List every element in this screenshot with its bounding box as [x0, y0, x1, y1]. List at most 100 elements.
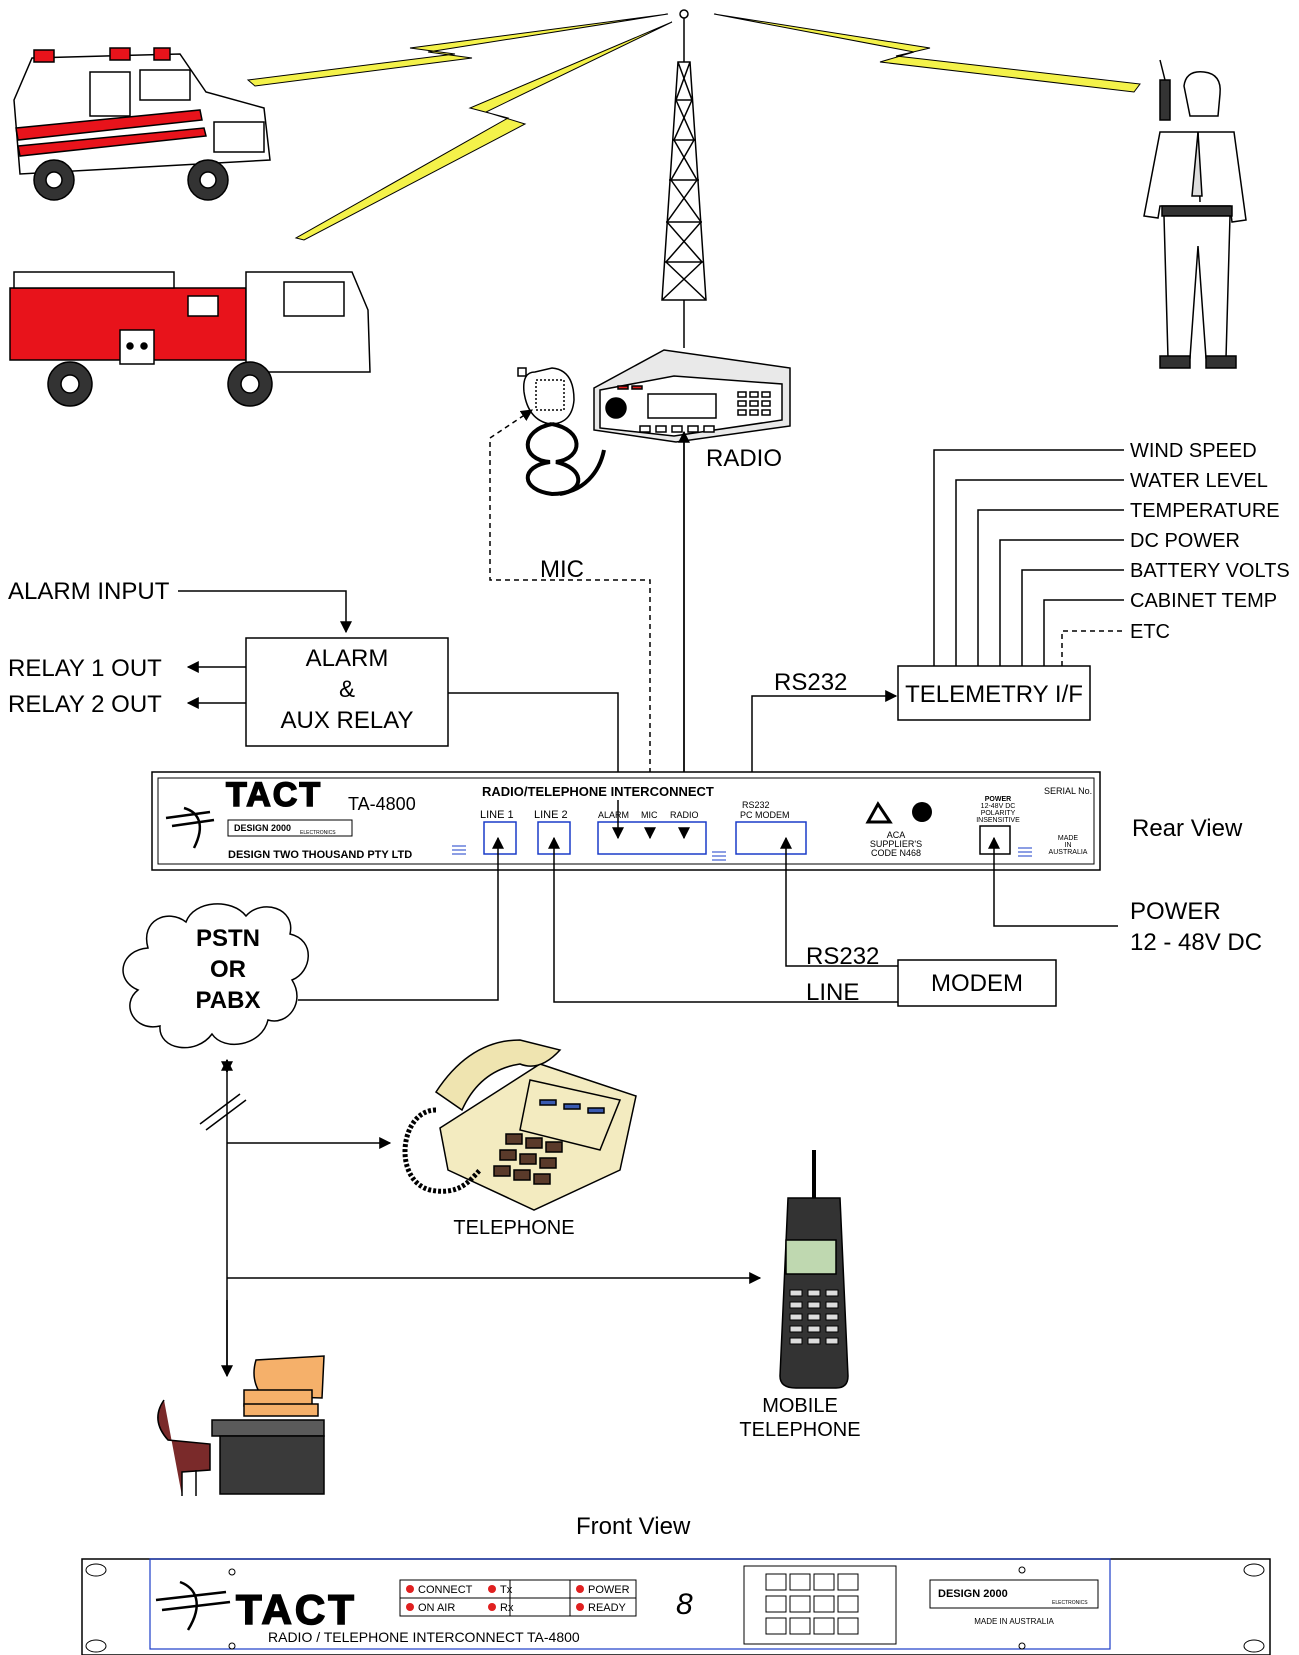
- front-digit: 8: [676, 1588, 693, 1621]
- telemetry-input-temperature: TEMPERATURE: [1130, 500, 1280, 522]
- rear-line-2-label: LINE 2: [534, 809, 568, 821]
- telemetry-box-label: TELEMETRY I/F: [905, 681, 1083, 708]
- power-label-1: POWER: [1130, 898, 1221, 925]
- officer-with-radio-icon: [1143, 59, 1247, 369]
- front-brand: TACT: [236, 1586, 357, 1633]
- fire-truck-icon: [9, 271, 371, 407]
- telephone-label: TELEPHONE: [453, 1217, 574, 1239]
- tx-led-icon: [488, 1585, 496, 1593]
- front-power: POWER: [588, 1584, 630, 1596]
- front-rx: Rx: [500, 1602, 514, 1614]
- front-connect: CONNECT: [418, 1584, 473, 1596]
- front-tx: Tx: [500, 1584, 513, 1596]
- front-view-label: Front View: [576, 1513, 691, 1540]
- rear-made-3: AUSTRALIA: [1049, 849, 1088, 856]
- mobile-telephone-icon: [779, 1150, 849, 1389]
- telemetry-input-wind-speed: WIND SPEED: [1130, 440, 1257, 462]
- telemetry-interface-box: [897, 665, 1091, 721]
- alarm-relay-box: [245, 637, 449, 747]
- rear-power-1: 12-48V DC: [981, 803, 1016, 810]
- modem-box: [897, 959, 1057, 1007]
- tact-logo-icon: [155, 1580, 231, 1631]
- mobile-label-1: MOBILE: [762, 1395, 838, 1417]
- tact-logo-icon: [165, 806, 215, 849]
- rear-badge: DESIGN 2000: [234, 823, 291, 833]
- rear-alarm-label: ALARM: [598, 810, 629, 820]
- rack-hole-icon: [1243, 1563, 1265, 1577]
- telemetry-input-etc: ETC: [1130, 621, 1170, 643]
- rear-badge-sub: ELECTRONICS: [300, 830, 336, 836]
- mic-label: MIC: [540, 556, 584, 583]
- rear-brand: TACT: [226, 776, 322, 814]
- rear-view-label: Rear View: [1132, 815, 1243, 842]
- rear-title: RADIO/TELEPHONE INTERCONNECT: [482, 784, 714, 799]
- connect-led-icon: [406, 1585, 414, 1593]
- alarm-input-label: ALARM INPUT: [8, 578, 170, 605]
- relay-2-out-label: RELAY 2 OUT: [8, 691, 162, 718]
- front-ready: READY: [588, 1602, 627, 1614]
- rear-power-port: [979, 825, 1011, 855]
- rear-alarm-mic-radio-port: [597, 821, 707, 855]
- rear-power-2: POLARITY: [981, 810, 1016, 817]
- aca-tick-icon: [865, 801, 932, 824]
- rack-hole-icon: [85, 1563, 107, 1577]
- radio-icon: [593, 349, 791, 443]
- network-label-1: PSTN: [196, 925, 260, 952]
- radio-tower-icon: [661, 9, 707, 348]
- telephone-icon: [402, 1039, 637, 1211]
- on-air-led-icon: [406, 1603, 414, 1611]
- ready-led-icon: [576, 1603, 584, 1611]
- rear-line-1-label: LINE 1: [480, 809, 514, 821]
- rear-made-2: IN: [1065, 842, 1072, 849]
- telemetry-input-battery-volts: BATTERY VOLTS: [1130, 560, 1290, 582]
- rear-pc-modem-port: [735, 821, 807, 855]
- rear-power-3: INSENSITIVE: [976, 817, 1020, 824]
- rear-panel: TACT TA-4800 DESIGN 2000 ELECTRONICS DES…: [151, 771, 1101, 871]
- pstn-cloud-icon: [122, 903, 309, 1049]
- power-led-icon: [576, 1585, 584, 1593]
- relay-1-out-label: RELAY 1 OUT: [8, 655, 162, 682]
- front-badge: DESIGN 2000: [938, 1588, 1008, 1600]
- rear-aca-3: CODE N468: [871, 848, 921, 858]
- front-badge-sub: ELECTRONICS: [1052, 1600, 1088, 1606]
- lightning-bolt-3: [713, 13, 1141, 93]
- front-keypad: [765, 1573, 859, 1635]
- telemetry-input-dc-power: DC POWER: [1130, 530, 1240, 552]
- rack-hole-icon: [1243, 1639, 1265, 1653]
- rack-hole-icon: [85, 1639, 107, 1653]
- rear-mic-label: MIC: [641, 810, 658, 820]
- computer-workstation-icon: [157, 1355, 325, 1496]
- rear-model: TA-4800: [348, 794, 416, 814]
- rear-aca-1: ACA: [887, 830, 906, 840]
- front-subtitle: RADIO / TELEPHONE INTERCONNECT TA-4800: [268, 1629, 580, 1645]
- alarm-box-line-2: &: [339, 676, 355, 703]
- front-made: MADE IN AUSTRALIA: [974, 1617, 1054, 1626]
- alarm-box-line-3: AUX RELAY: [281, 707, 414, 734]
- alarm-box-line-1: ALARM: [306, 645, 389, 672]
- rear-made-1: MADE: [1058, 835, 1079, 842]
- front-on-air: ON AIR: [418, 1602, 455, 1614]
- rear-radio-label: RADIO: [670, 810, 699, 820]
- rear-line-1-port: [483, 821, 517, 855]
- radio-label: RADIO: [706, 445, 782, 472]
- rear-pc-modem-label: PC MODEM: [740, 810, 790, 820]
- rear-company: DESIGN TWO THOUSAND PTY LTD: [228, 849, 412, 861]
- modem-line-label: LINE: [806, 979, 859, 1006]
- modem-rs232-label: RS232: [806, 943, 879, 970]
- lightning-bolt-2: [294, 21, 673, 241]
- rear-aca-2: SUPPLIER'S: [870, 839, 922, 849]
- telemetry-rs232-label: RS232: [774, 669, 847, 696]
- microphone-icon: [517, 367, 606, 497]
- network-label-2: OR: [210, 956, 246, 983]
- rear-serial: SERIAL No.: [1044, 786, 1092, 796]
- modem-label: MODEM: [931, 970, 1023, 997]
- rear-power-title: POWER: [985, 796, 1011, 803]
- telemetry-input-cabinet-temp: CABINET TEMP: [1130, 590, 1277, 612]
- power-label-2: 12 - 48V DC: [1130, 929, 1262, 956]
- front-panel: TACT CONNECT Tx POWER ON AIR Rx READY 8 …: [81, 1558, 1271, 1655]
- network-label-3: PABX: [196, 987, 261, 1014]
- telemetry-input-water-level: WATER LEVEL: [1130, 470, 1268, 492]
- ambulance-icon: [13, 47, 271, 201]
- rx-led-icon: [488, 1603, 496, 1611]
